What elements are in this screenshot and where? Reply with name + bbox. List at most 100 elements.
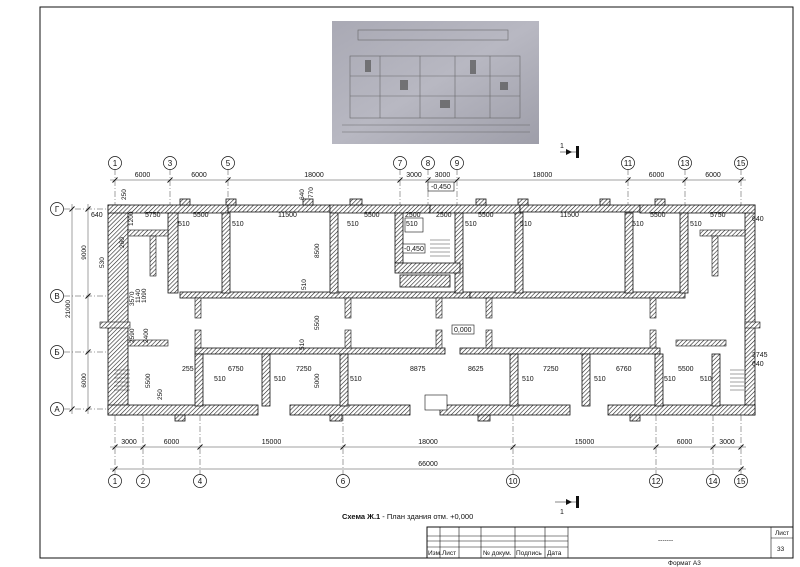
svg-text:33: 33 <box>777 546 785 553</box>
svg-text:1140: 1140 <box>135 289 142 303</box>
svg-text:260: 260 <box>119 237 126 248</box>
axis-label: 8 <box>426 159 431 168</box>
svg-text:8500: 8500 <box>314 243 321 258</box>
svg-text:2400: 2400 <box>143 328 150 343</box>
top-dimension-label: 6000 <box>135 172 151 179</box>
svg-text:510: 510 <box>214 376 226 383</box>
svg-text:3570: 3570 <box>129 291 136 306</box>
svg-text:510: 510 <box>274 376 286 383</box>
svg-text:11500: 11500 <box>560 212 579 219</box>
svg-text:6760: 6760 <box>616 366 632 373</box>
svg-text:1: 1 <box>560 143 564 150</box>
svg-text:8625: 8625 <box>468 366 484 373</box>
svg-text:5500: 5500 <box>478 212 494 219</box>
axis-label: 12 <box>652 477 661 486</box>
svg-text:510: 510 <box>301 279 308 290</box>
svg-text:5500: 5500 <box>193 212 209 219</box>
axis-label: 5 <box>226 159 231 168</box>
axis-label: А <box>54 405 60 414</box>
svg-text:2500: 2500 <box>436 212 452 219</box>
svg-text:Лист: Лист <box>442 550 456 557</box>
svg-text:510: 510 <box>594 376 606 383</box>
axis-bubble-bottom: 15 <box>734 474 748 488</box>
axis-label: 11 <box>624 159 633 168</box>
axis-label: Г <box>55 205 60 214</box>
axis-label: 6 <box>341 477 346 486</box>
axis-label: 14 <box>709 477 718 486</box>
axis-bubble-top: 1 <box>108 156 122 170</box>
svg-text:640: 640 <box>752 361 764 368</box>
axis-bubble-bottom: 12 <box>649 474 663 488</box>
axis-bubble-left: Г <box>50 202 64 216</box>
sheet-frame <box>39 6 794 559</box>
axis-label: В <box>54 292 59 301</box>
svg-text:11500: 11500 <box>278 212 297 219</box>
svg-text:-0,450: -0,450 <box>431 184 451 191</box>
axis-label: 9 <box>455 159 460 168</box>
axis-label: 1 <box>113 477 118 486</box>
blueprint-photo-icon <box>332 21 539 144</box>
svg-text:5000: 5000 <box>314 373 321 388</box>
axis-bubble-left: В <box>50 289 64 303</box>
svg-text:510: 510 <box>299 339 306 350</box>
svg-text:Изм.: Изм. <box>428 550 442 557</box>
axis-bubble-top: 5 <box>221 156 235 170</box>
svg-text:№ докум.: № докум. <box>483 550 512 557</box>
svg-text:2500: 2500 <box>405 212 421 219</box>
axis-label: 1 <box>113 159 118 168</box>
svg-text:250: 250 <box>121 189 128 200</box>
svg-text:640: 640 <box>91 212 103 219</box>
left-dimension-label: 6000 <box>81 373 88 388</box>
axis-label: 7 <box>398 159 403 168</box>
room-dimension-labels: 640 5750 5500 11500 5500 2500 2500 5500 … <box>91 212 768 373</box>
svg-text:5500: 5500 <box>145 373 152 388</box>
svg-text:-0,450: -0,450 <box>404 246 424 253</box>
axis-label: 3 <box>168 159 173 168</box>
svg-text:-------: ------- <box>658 537 673 544</box>
axis-label: 13 <box>681 159 690 168</box>
svg-text:Дата: Дата <box>547 550 562 557</box>
axis-bubbles-left: Г В Б А <box>50 202 108 416</box>
svg-text:2745: 2745 <box>752 352 768 359</box>
axis-bubble-left: А <box>50 402 64 416</box>
svg-text:255: 255 <box>182 366 194 373</box>
svg-text:510: 510 <box>700 376 712 383</box>
svg-text:510: 510 <box>520 221 532 228</box>
svg-text:6750: 6750 <box>228 366 244 373</box>
axis-bubble-top: 8 <box>421 156 435 170</box>
axis-label: 15 <box>737 159 746 168</box>
top-dimension-label: 6000 <box>649 172 665 179</box>
axis-label: Б <box>54 348 59 357</box>
svg-text:510: 510 <box>690 221 702 228</box>
svg-text:640: 640 <box>752 216 764 223</box>
svg-text:510: 510 <box>347 221 359 228</box>
axis-bubble-top: 11 <box>621 156 635 170</box>
bottom-dimension-label: 15000 <box>262 439 282 446</box>
svg-text:5750: 5750 <box>710 212 726 219</box>
overall-dimension-label: 66000 <box>418 461 438 468</box>
top-dimension-label: 18000 <box>304 172 324 179</box>
svg-text:5500: 5500 <box>314 315 321 330</box>
svg-text:8875: 8875 <box>410 366 426 373</box>
axis-label: 2 <box>141 477 146 486</box>
axis-bubble-top: 3 <box>163 156 177 170</box>
svg-text:7250: 7250 <box>543 366 559 373</box>
svg-text:0,000: 0,000 <box>454 327 472 334</box>
drawing-caption: Схема Ж.1 - План здания отм. +0,000 <box>342 512 473 521</box>
svg-text:510: 510 <box>632 221 644 228</box>
svg-text:5500: 5500 <box>364 212 380 219</box>
axis-bubble-bottom: 4 <box>193 474 207 488</box>
svg-text:1200: 1200 <box>128 211 135 226</box>
svg-text:510: 510 <box>522 376 534 383</box>
svg-text:510: 510 <box>664 376 676 383</box>
bottom-dimension-label: 18000 <box>418 439 438 446</box>
building-plan <box>99 198 761 422</box>
svg-text:5500: 5500 <box>678 366 694 373</box>
svg-text:2590: 2590 <box>129 328 136 343</box>
svg-text:7250: 7250 <box>296 366 312 373</box>
bottom-dimension-label: 6000 <box>677 439 693 446</box>
